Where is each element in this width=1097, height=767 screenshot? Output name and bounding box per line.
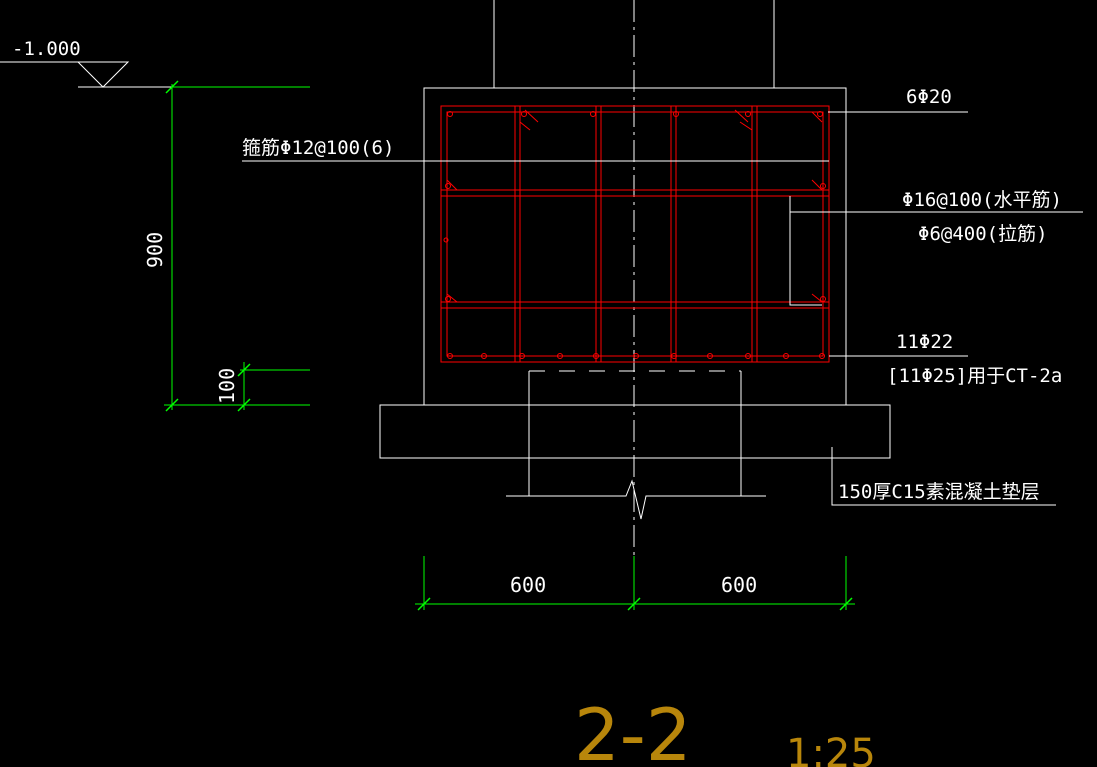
annotation-side-bars-2: Φ6@400(拉筋) — [918, 223, 1048, 245]
dimension-100: 100 — [215, 368, 239, 404]
annotation-side-bars-1: Φ16@100(水平筋) — [902, 189, 1062, 211]
annotation-bottom-bars-2: [11Φ25]用于CT-2a — [887, 365, 1062, 387]
dimension-width-left: 600 — [510, 573, 546, 597]
annotation-top-bars: 6Φ20 — [906, 86, 952, 108]
section-title: 2-2 — [574, 693, 692, 767]
annotation-bottom-bars-1: 11Φ22 — [896, 331, 953, 353]
rebar-cage — [440, 105, 830, 363]
annotation-cushion: 150厚C15素混凝土垫层 — [838, 481, 1040, 503]
section-scale: 1:25 — [786, 731, 876, 767]
dimension-width-right: 600 — [721, 573, 757, 597]
elevation-label: -1.000 — [12, 38, 81, 60]
horizontal-dimension — [415, 556, 855, 611]
dimension-900: 900 — [143, 232, 167, 268]
leader-lines — [242, 111, 1083, 506]
vertical-dimension: 900 100 — [143, 80, 310, 412]
elevation-marker: -1.000 — [0, 38, 310, 88]
annotation-stirrups: 箍筋Φ12@100(6) — [242, 137, 394, 159]
rebar-dots — [443, 111, 826, 359]
footing-outline — [379, 87, 891, 520]
column — [493, 0, 775, 88]
